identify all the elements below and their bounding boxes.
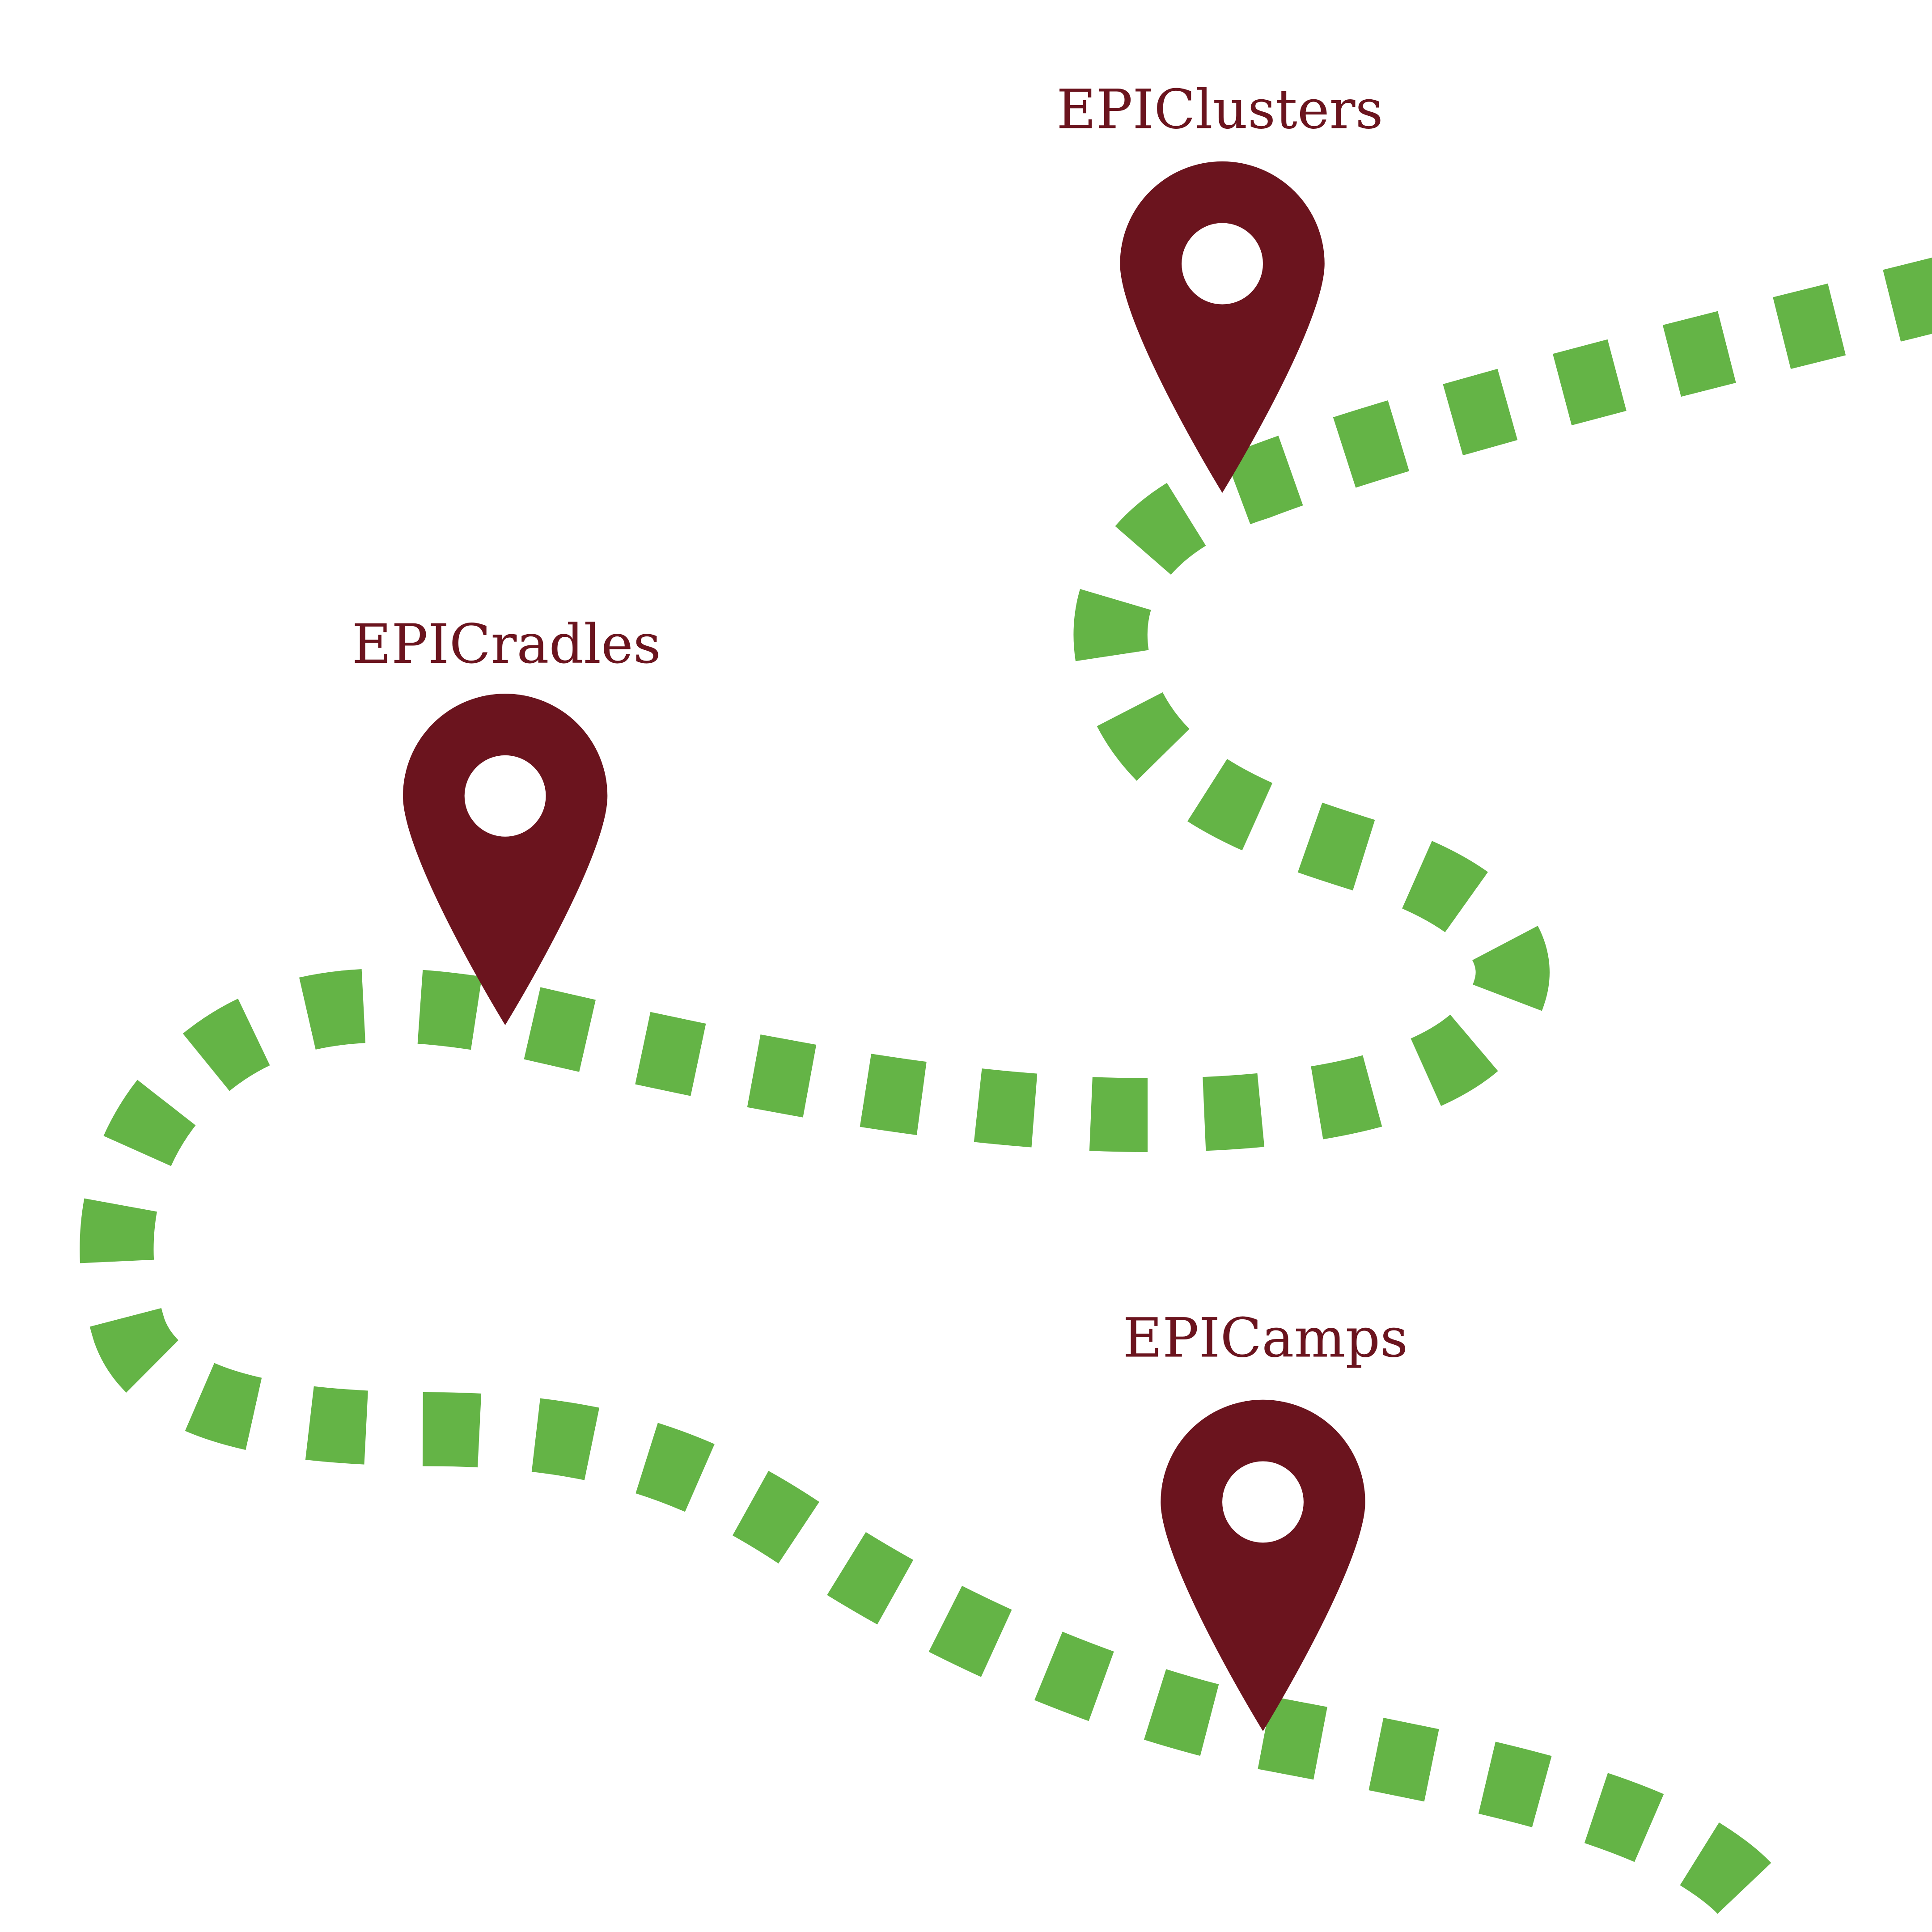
map-pin-icon (402, 694, 608, 1025)
milestone-label: EPIClusters (1056, 78, 1383, 141)
map-pin-icon (1161, 1399, 1365, 1731)
milestone-label: EPICamps (1123, 1306, 1408, 1369)
map-pin-icon (1120, 161, 1325, 493)
milestone-epiclusters: EPIClusters (1056, 78, 1383, 493)
dashed-route-path (80, 258, 1932, 1932)
milestone-epicamps: EPICamps (1123, 1306, 1408, 1731)
milestone-label: EPICradles (352, 612, 661, 676)
milestone-epicradles: EPICradles (352, 612, 661, 1025)
